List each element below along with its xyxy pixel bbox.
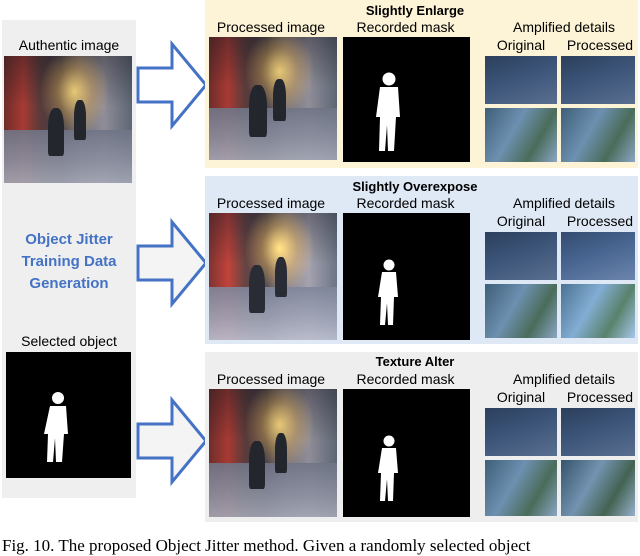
amplified-details-label: Amplified details <box>513 19 615 35</box>
authentic-image <box>4 56 132 183</box>
detail-processed-1 <box>561 408 635 456</box>
title-line-1: Object Jitter <box>25 231 113 248</box>
processed-small-label: Processed <box>566 37 634 53</box>
person-silhouette-icon <box>376 72 400 151</box>
detail-processed-1 <box>561 56 635 104</box>
panel-texture-alter: Texture Alter Processed image Recorded m… <box>205 352 638 522</box>
original-label: Original <box>496 213 546 229</box>
detail-original-1 <box>485 232 557 280</box>
authentic-image-label: Authentic image <box>18 37 120 53</box>
panel-title: Texture Alter <box>375 354 455 369</box>
detail-original-2 <box>485 284 557 338</box>
amplified-details-label: Amplified details <box>513 195 615 211</box>
detail-original-1 <box>485 408 557 456</box>
person-silhouette-icon <box>44 392 68 462</box>
arrow-right-icon-2 <box>136 218 208 308</box>
recorded-mask <box>343 389 470 517</box>
detail-processed-2 <box>561 108 635 162</box>
processed-image <box>209 37 337 160</box>
original-label: Original <box>496 37 546 53</box>
arrow-right-icon-3 <box>136 396 208 486</box>
amplified-details-label: Amplified details <box>513 371 615 387</box>
arrow-right-icon-1 <box>136 40 208 130</box>
processed-small-label: Processed <box>566 213 634 229</box>
processed-image-label: Processed image <box>216 195 326 211</box>
processed-small-label: Processed <box>566 389 634 405</box>
processed-image <box>209 213 337 340</box>
recorded-mask <box>343 37 470 162</box>
panel-title: Slightly Enlarge <box>365 3 465 18</box>
detail-processed-2 <box>561 460 635 516</box>
object-jitter-title: Object Jitter Training Data Generation <box>2 229 136 295</box>
detail-original-2 <box>485 460 557 516</box>
detail-processed-1 <box>561 232 635 280</box>
selected-object-label: Selected object <box>21 333 117 349</box>
selected-object-mask <box>6 352 131 478</box>
recorded-mask-label: Recorded mask <box>356 195 455 211</box>
processed-image <box>209 389 337 517</box>
recorded-mask-label: Recorded mask <box>356 371 455 387</box>
panel-slightly-overexpose: Slightly Overexpose Processed image Reco… <box>205 176 638 344</box>
title-line-3: Generation <box>29 275 109 292</box>
person-silhouette-icon <box>378 259 398 325</box>
person-silhouette-icon <box>378 435 398 501</box>
original-label: Original <box>496 389 546 405</box>
recorded-mask <box>343 213 470 340</box>
recorded-mask-label: Recorded mask <box>356 19 455 35</box>
figure-caption: Fig. 10. The proposed Object Jitter meth… <box>2 536 531 555</box>
title-line-2: Training Data <box>21 253 117 270</box>
panel-slightly-enlarge: Slightly Enlarge Processed image Recorde… <box>205 0 638 168</box>
processed-image-label: Processed image <box>216 19 326 35</box>
detail-processed-2 <box>561 284 635 338</box>
panel-title: Slightly Overexpose <box>352 179 478 194</box>
processed-image-label: Processed image <box>216 371 326 387</box>
detail-original-2 <box>485 108 557 162</box>
detail-original-1 <box>485 56 557 104</box>
